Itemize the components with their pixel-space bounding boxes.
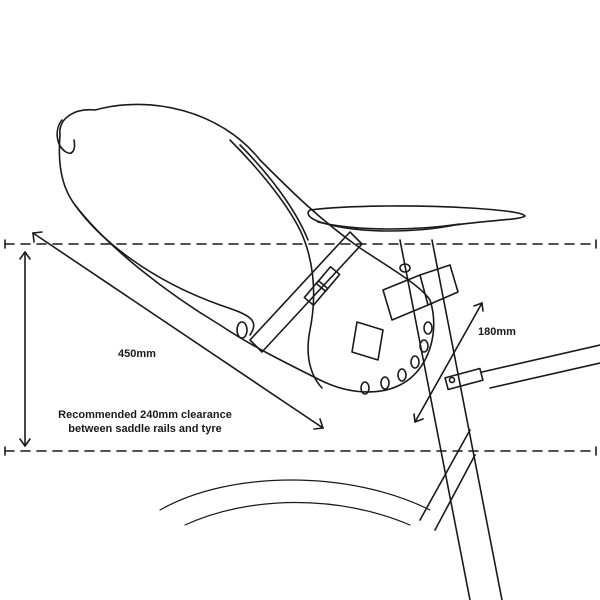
- strap: [249, 231, 363, 353]
- clearance-label-line2: between saddle rails and tyre: [68, 423, 222, 435]
- clearance-label-line1: Recommended 240mm clearance: [58, 409, 232, 421]
- bungee-cord: [236, 263, 433, 395]
- clearance-label: Recommended 240mm clearance between sadd…: [30, 408, 260, 436]
- saddle: [307, 205, 526, 232]
- valve-patch: [351, 321, 384, 361]
- bag-body: [58, 103, 435, 393]
- length-label: 450mm: [118, 348, 156, 360]
- diameter-label: 180mm: [478, 326, 516, 338]
- diameter-arrow: [414, 302, 483, 423]
- length-arrow: [32, 232, 324, 429]
- wheel-tyre: [159, 479, 431, 511]
